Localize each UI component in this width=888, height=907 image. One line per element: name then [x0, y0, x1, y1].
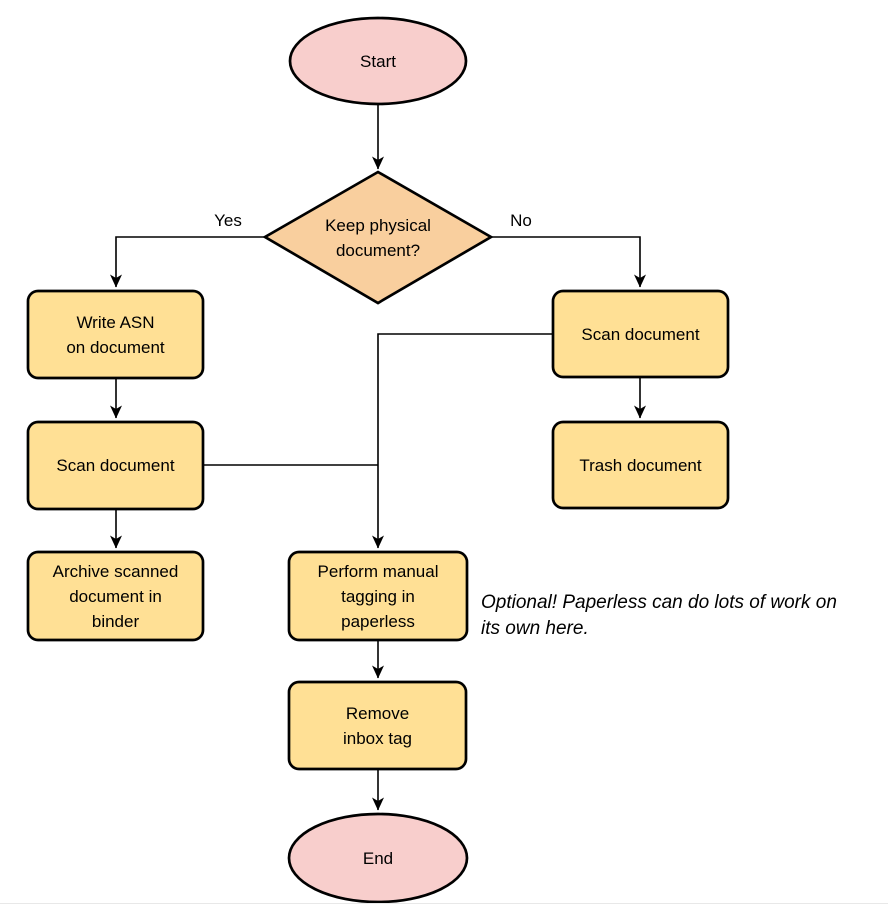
- scan-document-right-node: [551, 289, 730, 379]
- tagging-node: [287, 550, 469, 642]
- edge-decision-no-to-scan-right: [491, 236, 646, 288]
- end-node: [287, 812, 469, 904]
- edge-scan-right-to-tagging: [372, 333, 553, 549]
- bottom-divider: [0, 903, 888, 904]
- remove-inbox-node: [287, 680, 468, 771]
- write-asn-node: [26, 289, 205, 380]
- decision-node: [262, 170, 494, 305]
- trash-node: [551, 420, 730, 510]
- start-node: [288, 16, 468, 106]
- archive-node: [26, 550, 205, 642]
- edge-decision-yes-to-write-asn: [110, 236, 265, 288]
- scan-document-left-node: [26, 420, 205, 511]
